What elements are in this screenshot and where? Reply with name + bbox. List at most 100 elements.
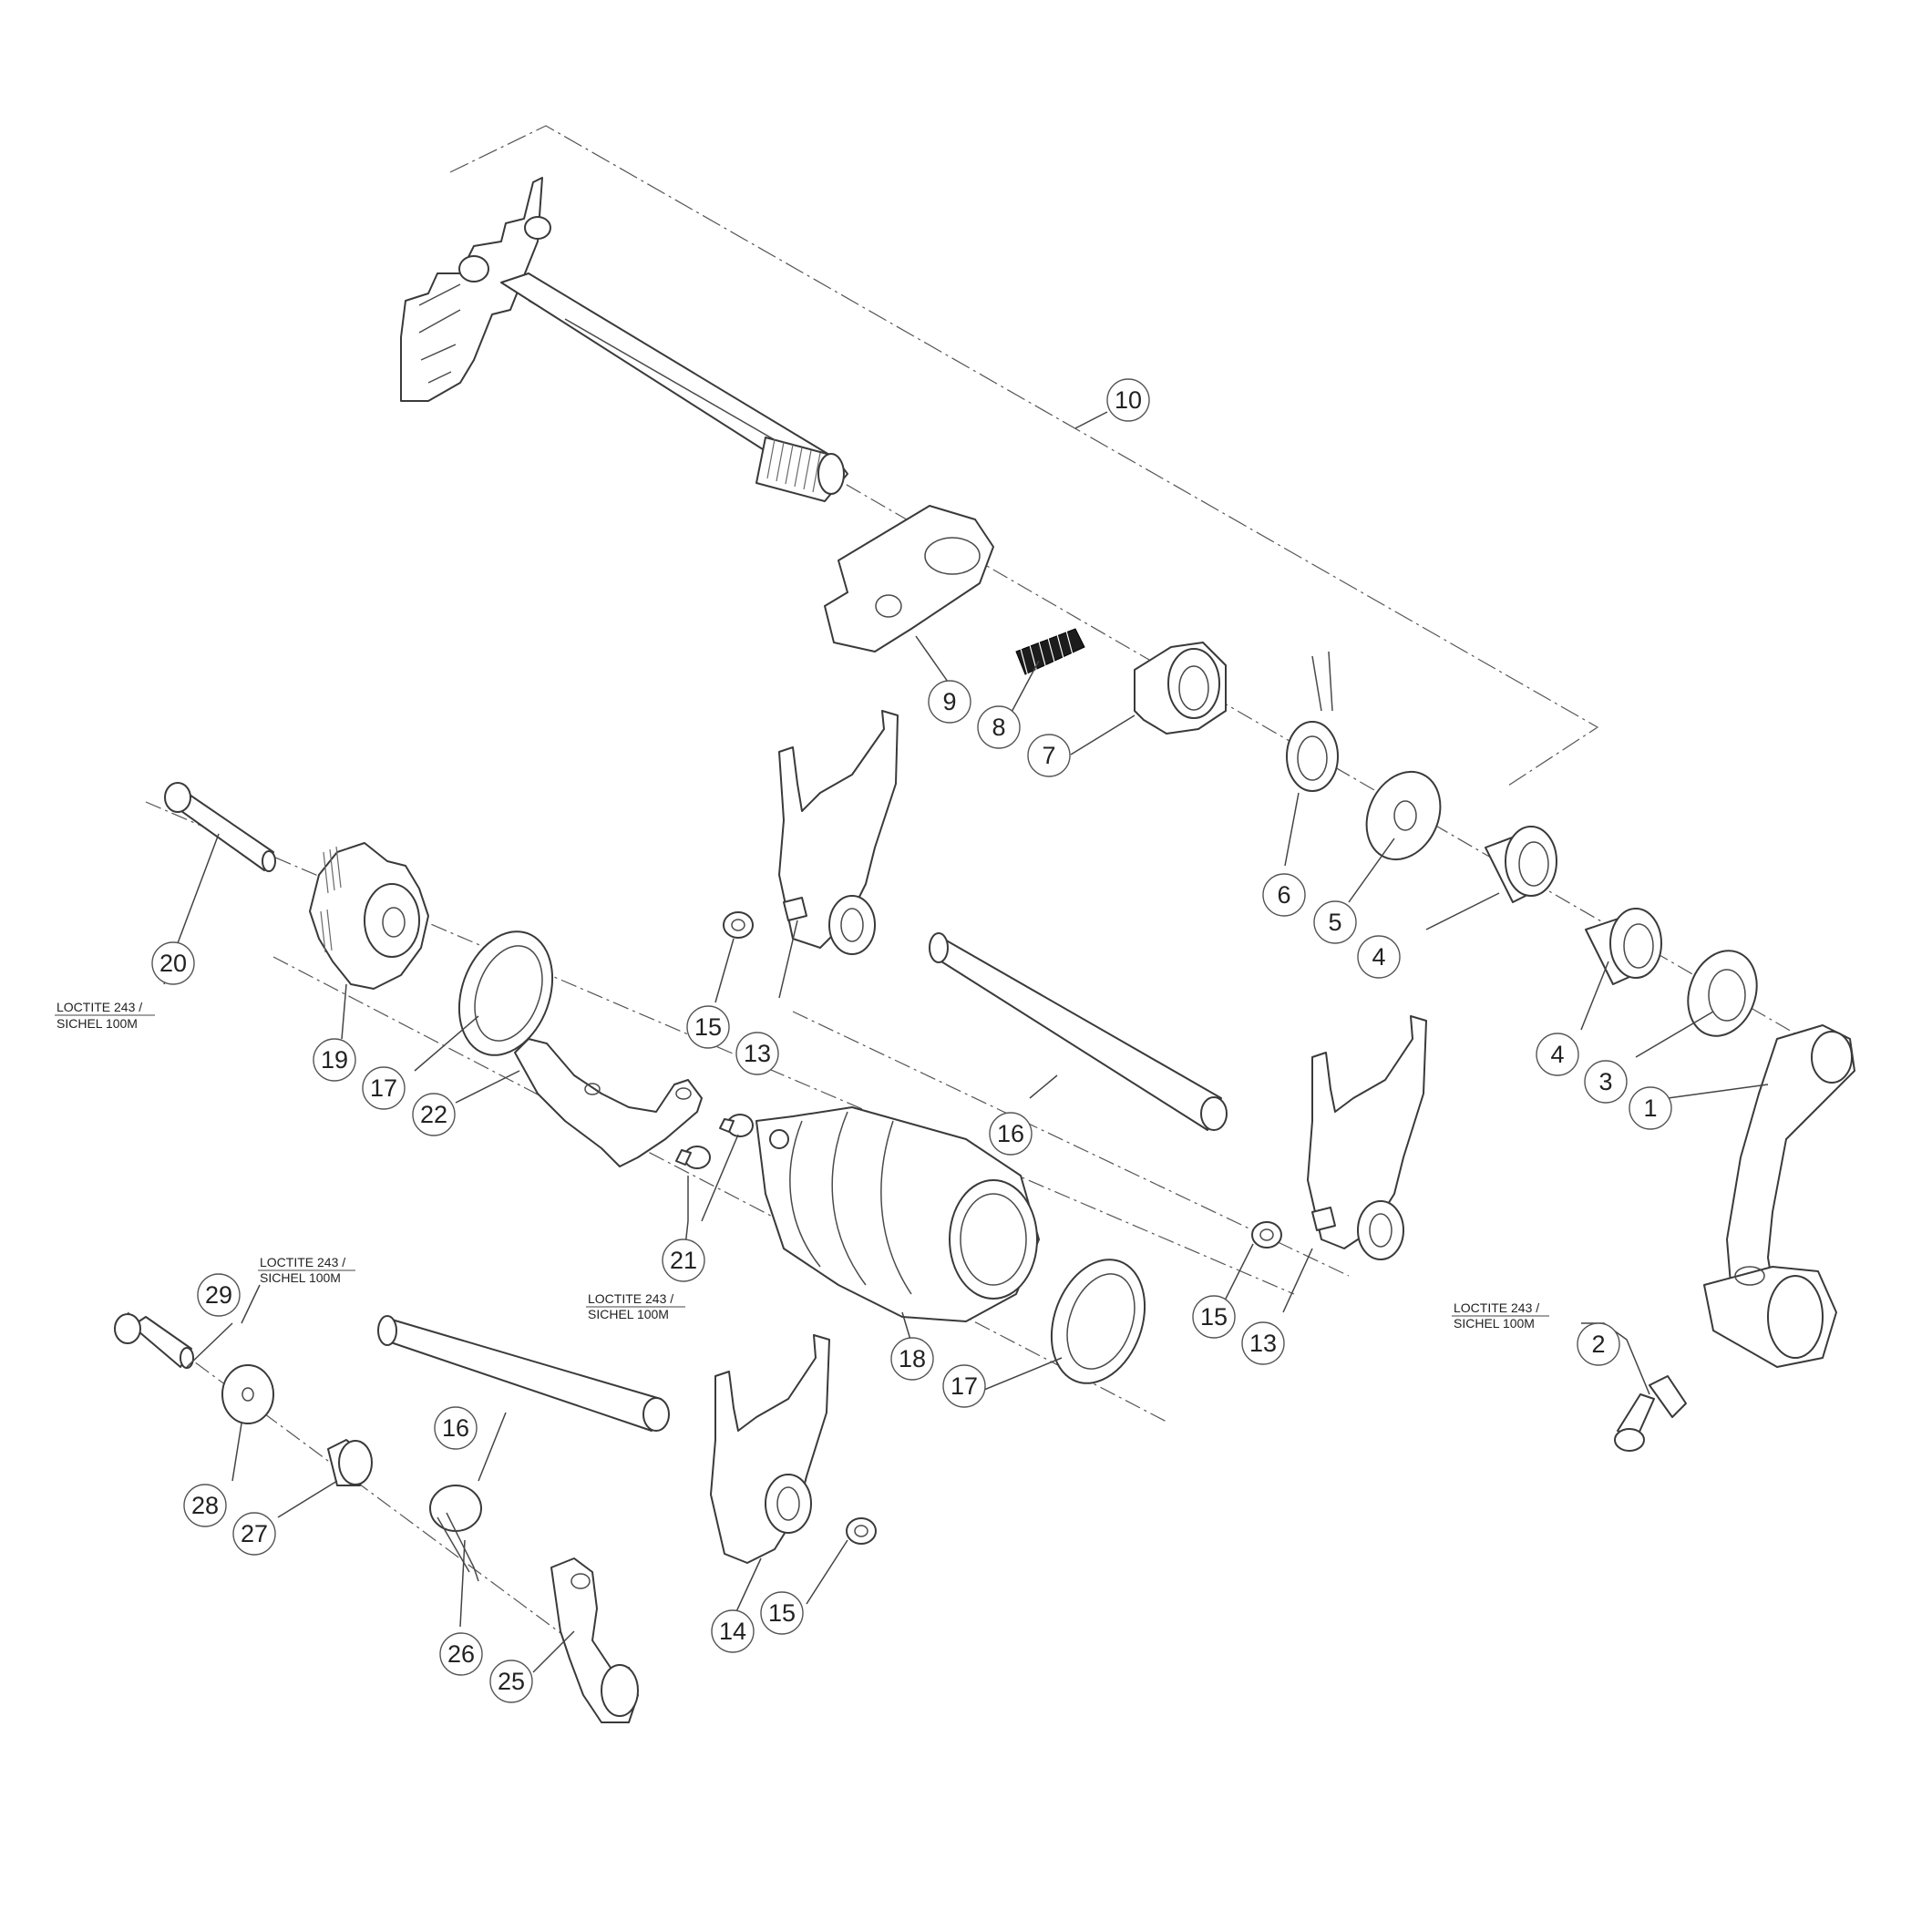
leader-lines xyxy=(163,635,1769,1673)
oil-seal xyxy=(1687,950,1758,1037)
svg-text:19: 19 xyxy=(321,1046,348,1074)
callout-9: 9 xyxy=(928,680,971,724)
svg-text:SICHEL 100M: SICHEL 100M xyxy=(588,1307,669,1321)
callout-15: 15 xyxy=(760,1591,804,1635)
fork-shaft xyxy=(929,932,1228,1131)
subassembly-frame xyxy=(449,125,1599,786)
callout-13: 13 xyxy=(1241,1321,1285,1365)
threadlocker-note-2: LOCTITE 243 / SICHEL 100M xyxy=(1452,1300,1549,1331)
needle-bearing xyxy=(1585,908,1662,985)
detent-cover-plate xyxy=(514,1038,703,1167)
svg-text:26: 26 xyxy=(447,1640,475,1668)
svg-text:1: 1 xyxy=(1643,1094,1657,1122)
svg-text:4: 4 xyxy=(1372,943,1385,971)
svg-text:15: 15 xyxy=(768,1599,796,1627)
shift-cam xyxy=(1134,642,1227,735)
svg-text:16: 16 xyxy=(997,1120,1024,1147)
callout-25: 25 xyxy=(489,1660,533,1703)
fork-pin-bushing xyxy=(1251,1221,1282,1249)
callout-19: 19 xyxy=(313,1038,356,1082)
callout-2: 2 xyxy=(1577,1322,1620,1366)
svg-text:3: 3 xyxy=(1598,1068,1612,1095)
callout-22: 22 xyxy=(412,1093,456,1136)
svg-text:28: 28 xyxy=(191,1492,219,1519)
callout-1: 1 xyxy=(1629,1086,1672,1130)
threadlocker-note-21: LOCTITE 243 / SICHEL 100M xyxy=(586,1291,685,1321)
star-bolt xyxy=(164,782,276,872)
svg-text:13: 13 xyxy=(744,1040,771,1067)
svg-text:13: 13 xyxy=(1249,1330,1277,1357)
assembly-axes xyxy=(127,300,1805,1678)
cover-screw xyxy=(719,1114,754,1137)
callout-17: 17 xyxy=(362,1066,406,1110)
svg-text:20: 20 xyxy=(159,950,187,977)
svg-text:22: 22 xyxy=(420,1101,447,1128)
svg-text:27: 27 xyxy=(241,1520,268,1547)
lever-bolt-lower xyxy=(114,1313,194,1369)
fork-pin-bushing xyxy=(846,1517,877,1545)
lever-bolt xyxy=(1614,1375,1687,1452)
svg-text:21: 21 xyxy=(670,1247,697,1274)
callout-27: 27 xyxy=(232,1512,276,1556)
svg-text:SICHEL 100M: SICHEL 100M xyxy=(1454,1316,1535,1331)
shift-shaft-assembly xyxy=(400,177,848,502)
callout-17: 17 xyxy=(942,1364,986,1408)
callout-3: 3 xyxy=(1584,1060,1628,1104)
threadlocker-note-29: LOCTITE 243 / SICHEL 100M xyxy=(258,1255,355,1285)
fork-shaft xyxy=(377,1315,670,1432)
callout-29: 29 xyxy=(197,1273,241,1317)
callout-7: 7 xyxy=(1027,734,1071,777)
svg-text:29: 29 xyxy=(205,1281,232,1309)
callout-10: 10 xyxy=(1106,378,1150,422)
svg-text:SICHEL 100M: SICHEL 100M xyxy=(57,1016,138,1031)
svg-text:25: 25 xyxy=(498,1668,525,1695)
callout-15: 15 xyxy=(686,1005,730,1049)
callout-14: 14 xyxy=(711,1609,755,1653)
svg-text:15: 15 xyxy=(694,1013,722,1041)
return-spring xyxy=(1286,651,1339,792)
shift-fork xyxy=(1307,1015,1427,1260)
callout-4: 4 xyxy=(1536,1033,1579,1076)
svg-text:LOCTITE 243 /: LOCTITE 243 / xyxy=(57,1000,142,1014)
lever-spring xyxy=(429,1485,482,1582)
svg-text:SICHEL 100M: SICHEL 100M xyxy=(260,1270,341,1285)
cover-screw xyxy=(675,1146,711,1169)
callout-16: 16 xyxy=(434,1406,478,1450)
svg-text:14: 14 xyxy=(719,1618,746,1645)
shift-drum xyxy=(755,1106,1040,1322)
shift-star xyxy=(309,842,429,990)
callout-21: 21 xyxy=(662,1238,705,1282)
callout-20: 20 xyxy=(151,941,195,985)
callout-18: 18 xyxy=(890,1337,934,1381)
shift-plate xyxy=(824,505,994,653)
lever-bushing xyxy=(327,1439,373,1486)
shift-fork xyxy=(710,1334,830,1564)
drum-bearing xyxy=(1050,1259,1146,1384)
svg-text:LOCTITE 243 /: LOCTITE 243 / xyxy=(260,1255,345,1269)
svg-text:6: 6 xyxy=(1277,881,1290,909)
callout-6: 6 xyxy=(1262,873,1306,917)
callout-16: 16 xyxy=(989,1112,1033,1156)
callout-28: 28 xyxy=(183,1484,227,1527)
svg-text:4: 4 xyxy=(1550,1041,1564,1068)
callout-13: 13 xyxy=(735,1032,779,1075)
svg-text:17: 17 xyxy=(951,1372,978,1400)
shift-fork xyxy=(778,710,899,955)
svg-text:5: 5 xyxy=(1328,909,1341,936)
svg-text:17: 17 xyxy=(370,1074,397,1102)
callout-4: 4 xyxy=(1357,935,1401,979)
needle-bearing xyxy=(1485,826,1557,903)
selector-lever xyxy=(550,1557,639,1723)
svg-text:LOCTITE 243 /: LOCTITE 243 / xyxy=(588,1291,673,1306)
washer-lower xyxy=(221,1364,274,1424)
svg-text:8: 8 xyxy=(992,714,1005,741)
svg-text:LOCTITE 243 /: LOCTITE 243 / xyxy=(1454,1300,1539,1315)
fork-pin-bushing xyxy=(723,911,754,939)
detent-spring xyxy=(1015,628,1085,677)
shift-lever xyxy=(1703,1024,1855,1368)
svg-text:15: 15 xyxy=(1200,1303,1228,1331)
callout-5: 5 xyxy=(1313,900,1357,944)
callout-8: 8 xyxy=(977,705,1021,749)
svg-text:18: 18 xyxy=(899,1345,926,1372)
svg-text:16: 16 xyxy=(442,1414,469,1442)
